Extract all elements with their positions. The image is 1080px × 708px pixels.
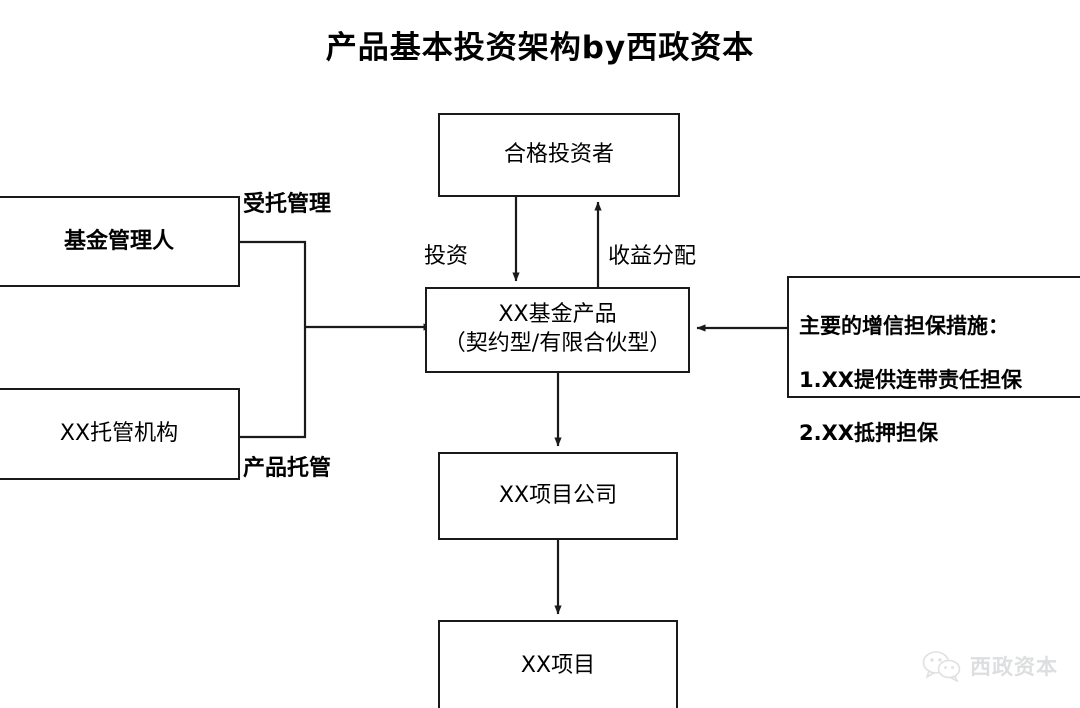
node-fund-manager[interactable]: 基金管理人: [0, 196, 240, 287]
edge-left-bracket: [240, 240, 307, 439]
edge-label-investment: 投资: [424, 244, 469, 269]
node-custodian[interactable]: XX托管机构: [0, 388, 240, 480]
node-project[interactable]: XX项目: [438, 620, 678, 708]
node-qualified-investor-label: 合格投资者: [503, 142, 614, 168]
node-qualified-investor[interactable]: 合格投资者: [438, 113, 680, 197]
page-title: 产品基本投资架构by西政资本: [325, 30, 755, 66]
node-fund-product[interactable]: XX基金产品 （契约型/有限合伙型）: [425, 287, 690, 373]
node-fund-product-line2: （契约型/有限合伙型）: [443, 331, 672, 356]
watermark-label: 西政资本: [970, 655, 1058, 679]
node-fund-product-line1: XX基金产品: [498, 302, 617, 328]
node-credit-enhancement-measures[interactable]: 主要的增信担保措施： 1.XX提供连带责任担保 2.XX抵押担保: [787, 276, 1080, 445]
watermark: 西政资本: [922, 650, 1058, 682]
node-project-label: XX项目: [520, 653, 596, 679]
node-custodian-label: XX托管机构: [59, 421, 179, 447]
measures-item-2: 2.XX抵押担保: [799, 421, 938, 446]
measures-title: 主要的增信担保措施：: [799, 313, 1009, 338]
measures-item-1: 1.XX提供连带责任担保: [799, 367, 1022, 392]
node-project-company[interactable]: XX项目公司: [438, 452, 678, 540]
node-project-company-label: XX项目公司: [498, 483, 618, 509]
edge-label-entrusted-management: 受托管理: [243, 192, 332, 217]
wechat-icon: [922, 651, 961, 682]
edge-label-product-custody: 产品托管: [243, 456, 332, 481]
node-fund-manager-label: 基金管理人: [63, 228, 174, 254]
edge-label-income-distribution: 收益分配: [608, 244, 697, 269]
